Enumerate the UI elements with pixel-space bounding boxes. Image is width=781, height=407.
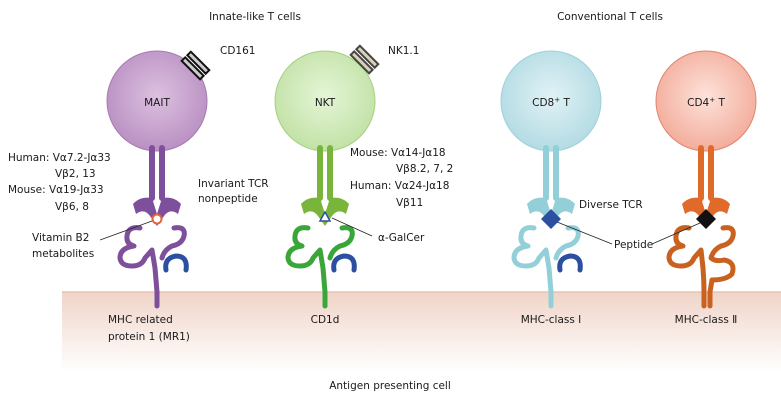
mhc2-chain-right bbox=[707, 225, 736, 309]
cd4-cell-label: CD4+ T bbox=[687, 96, 725, 109]
cd8-cell-label: CD8+ T bbox=[532, 96, 570, 109]
diverse-tcr-label: Diverse TCR bbox=[579, 199, 643, 211]
mait-tcr-head bbox=[133, 197, 181, 226]
mhc-class-ii-label: MHC-class Ⅱ bbox=[675, 314, 738, 326]
invariant-tcr-label: Invariant TCR bbox=[198, 178, 269, 190]
cd1d-beta2m bbox=[331, 253, 357, 273]
vitamin-b2-label-1: Vitamin B2 bbox=[32, 232, 89, 244]
mait-tcr-line-1: Human: Vα7.2-Jα33 bbox=[8, 152, 111, 164]
peptide-pointer-cd4 bbox=[651, 222, 701, 245]
alpha-galcer-icon bbox=[318, 210, 332, 222]
cd1d-alpha-chain-2 bbox=[327, 225, 355, 261]
mait-cell-label: MAIT bbox=[144, 97, 170, 109]
mr1-label-1: MHC related bbox=[108, 314, 173, 326]
nkt-cell bbox=[274, 50, 376, 152]
peptide-pointer-cd8 bbox=[556, 221, 613, 245]
mhc-class-i-label: MHC-class Ⅰ bbox=[521, 314, 582, 326]
peptide-label: Peptide bbox=[614, 239, 653, 251]
nkt-tcr-line-1: Mouse: Vα14-Jα18 bbox=[350, 147, 446, 159]
cd4-tcr-head bbox=[682, 197, 730, 226]
cd4-cell-group: CD4+ T MHC-class Ⅱ bbox=[655, 50, 757, 326]
mait-tcr-line-4: Vβ6, 8 bbox=[55, 201, 89, 213]
cd8-cell bbox=[500, 50, 602, 152]
nonpeptide-label: nonpeptide bbox=[198, 193, 258, 205]
cd161-receptor-icon bbox=[180, 50, 211, 81]
mait-ligand-icon bbox=[151, 213, 163, 225]
mhc2-chain-left bbox=[666, 225, 707, 309]
nkt-tcr-line-3: Human: Vα24-Jα18 bbox=[350, 180, 449, 192]
cd8-peptide-icon bbox=[541, 209, 561, 229]
mhc1-alpha-chain bbox=[511, 225, 554, 309]
alpha-galcer-label: α-GalCer bbox=[378, 232, 425, 244]
nkt-tcr-line-2: Vβ8.2, 7, 2 bbox=[396, 163, 453, 175]
cd4-cell bbox=[655, 50, 757, 152]
conventional-header: Conventional T cells bbox=[557, 11, 663, 23]
mr1-beta2m bbox=[163, 253, 189, 273]
cd8-tcr-head bbox=[527, 197, 575, 226]
mait-tcr-line-3: Mouse: Vα19-Jα33 bbox=[8, 184, 104, 196]
cd4-peptide-icon bbox=[696, 209, 716, 229]
apc-membrane bbox=[62, 292, 781, 372]
mait-ligand-pointer bbox=[99, 220, 153, 241]
nkt-cell-label: NKT bbox=[315, 97, 336, 109]
mr1-alpha-chain bbox=[117, 225, 160, 309]
nkt-tcr-line-4: Vβ11 bbox=[396, 197, 423, 209]
cd8-cell-group: CD8+ T Diverse TCR MHC-class Ⅰ bbox=[500, 50, 643, 326]
mhc1-alpha-chain-2 bbox=[553, 225, 581, 261]
cd1d-alpha-chain bbox=[285, 225, 328, 309]
cd161-label: CD161 bbox=[220, 45, 255, 57]
nkt-ligand-pointer bbox=[331, 217, 373, 237]
nk11-label: NK1.1 bbox=[388, 45, 419, 57]
mait-cell-group: MAIT CD161 Human: Vα7.2-Jα33 Vβ2, 13 Mou… bbox=[8, 45, 269, 343]
nkt-tcr-head bbox=[301, 197, 349, 226]
nk11-receptor-icon bbox=[349, 44, 380, 75]
mr1-alpha-chain-2 bbox=[159, 225, 187, 261]
mhc1-beta2m bbox=[557, 253, 583, 273]
mait-tcr-line-2: Vβ2, 13 bbox=[55, 168, 96, 180]
innate-header: Innate-like T cells bbox=[209, 11, 301, 23]
nkt-cell-group: NKT NK1.1 Mouse: Vα14-Jα18 Vβ8.2, 7, 2 H… bbox=[274, 44, 453, 326]
cd1d-label: CD1d bbox=[311, 314, 340, 326]
mr1-label-2: protein 1 (MR1) bbox=[108, 331, 190, 343]
vitamin-b2-label-2: metabolites bbox=[32, 248, 94, 260]
mait-cell bbox=[106, 50, 208, 152]
apc-label: Antigen presenting cell bbox=[329, 380, 451, 392]
